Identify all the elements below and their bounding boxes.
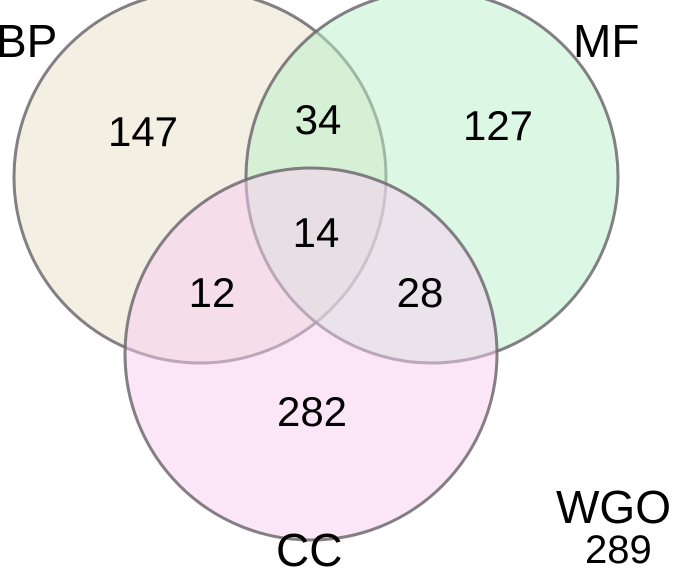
region-bp-only: 147: [107, 108, 179, 155]
region-bp-mf: 34: [294, 96, 342, 143]
region-all: 14: [292, 209, 340, 256]
cc-circle: [123, 166, 499, 542]
outside-label-wgo: WGO: [556, 481, 671, 533]
region-mf-cc: 28: [396, 269, 444, 316]
region-bp-cc: 12: [188, 269, 236, 316]
region-cc-only: 282: [276, 388, 348, 435]
set-label-bp: BP: [0, 15, 58, 67]
set-label-cc: CC: [276, 524, 343, 576]
region-mf-only: 127: [462, 102, 534, 149]
set-label-mf: MF: [573, 15, 640, 67]
outside-value-wgo: 289: [585, 528, 652, 572]
